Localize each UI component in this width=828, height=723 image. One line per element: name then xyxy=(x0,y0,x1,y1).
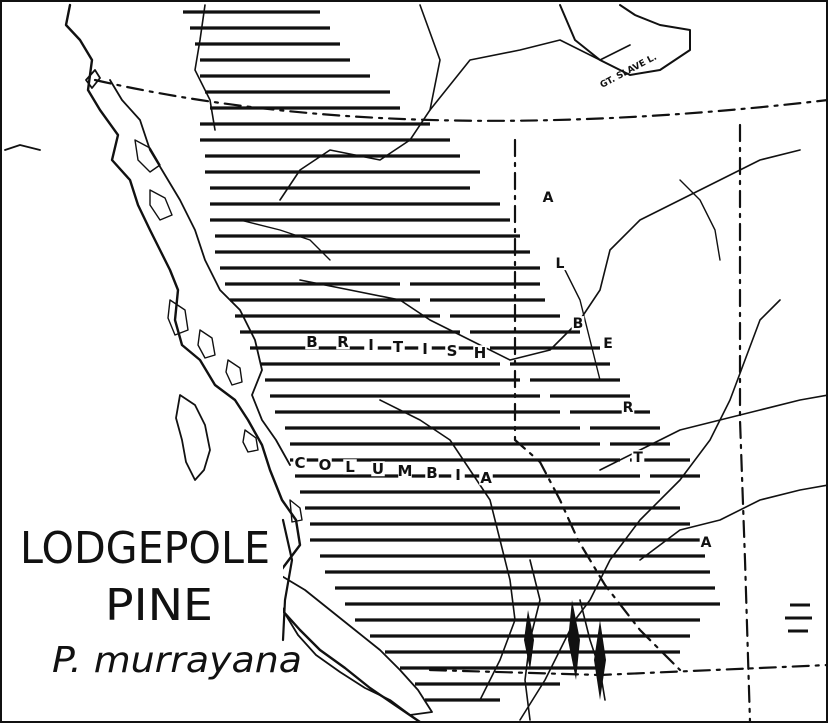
label-knockout xyxy=(445,343,459,359)
label-knockout xyxy=(398,463,412,479)
label-knockout xyxy=(293,455,307,471)
map-scientific-name: P. murrayana xyxy=(52,640,302,681)
region-label-letter: S xyxy=(447,342,458,360)
lake-okanagan xyxy=(594,620,606,700)
region-label-letter: B xyxy=(306,333,317,351)
title-knockout xyxy=(8,508,283,713)
alaska-coast xyxy=(4,69,101,151)
label-knockout xyxy=(473,345,487,361)
region-label-letter: B xyxy=(426,464,437,482)
label-knockout xyxy=(541,190,555,205)
river-small-1 xyxy=(679,179,721,261)
map-title-line1: LODGEPOLE xyxy=(20,523,270,574)
label-knockout xyxy=(571,316,585,331)
river-stikine xyxy=(194,4,216,131)
range-hatching xyxy=(183,10,812,702)
region-label-letter: I xyxy=(368,336,374,354)
coastal-islets xyxy=(134,139,303,523)
label-knockout xyxy=(553,256,567,271)
label-knockout xyxy=(621,400,635,415)
region-label-letter: U xyxy=(372,460,384,478)
label-knockout xyxy=(418,341,432,357)
lake-kootenay xyxy=(524,610,534,670)
label-knockout xyxy=(336,334,350,350)
map-title-line2: PINE xyxy=(105,580,213,631)
label-knockout xyxy=(451,467,465,483)
region-label-letter: M xyxy=(398,462,413,480)
label-knockout xyxy=(371,461,385,477)
region-label-letter: L xyxy=(345,458,355,476)
coastline xyxy=(64,3,422,723)
region-label-letter: O xyxy=(319,456,332,474)
label-knockout xyxy=(601,336,615,351)
river-small-3 xyxy=(559,259,601,381)
label-knockout xyxy=(631,450,645,465)
river-upper-liard xyxy=(429,39,631,111)
region-label-letter: E xyxy=(603,336,613,352)
label-knockout xyxy=(391,339,405,355)
label-knockout xyxy=(699,535,713,550)
region-label-alberta: A L B E R T A xyxy=(541,190,713,551)
coastline-behind-title xyxy=(281,518,294,642)
river-liard xyxy=(279,4,441,201)
region-label-letter: A xyxy=(543,190,554,206)
boundary-alberta-saskatchewan xyxy=(738,123,752,723)
region-label-letter: A xyxy=(480,469,492,487)
label-knockout xyxy=(479,470,493,486)
lake-arrow xyxy=(568,600,580,680)
great-slave-lake xyxy=(559,4,691,76)
region-label-letter: B xyxy=(573,316,584,332)
region-label-letter: C xyxy=(294,454,305,472)
label-knockout xyxy=(343,459,357,475)
river-small-2 xyxy=(239,219,331,261)
region-label-letter: H xyxy=(474,344,487,362)
boundary-60th-parallel xyxy=(93,78,828,122)
river-fraser xyxy=(379,399,516,701)
region-label-letter: I xyxy=(422,340,428,358)
label-knockout xyxy=(305,334,319,350)
region-label-letter: L xyxy=(556,256,565,272)
label-knockout xyxy=(364,337,378,353)
region-label-letter: T xyxy=(393,338,404,356)
region-label-letter: I xyxy=(455,466,461,484)
region-label-letter: R xyxy=(623,400,634,416)
river-north-saskatchewan xyxy=(599,394,828,471)
boundary-bc-alberta xyxy=(513,138,682,672)
haida-gwaii-island xyxy=(175,394,211,481)
region-label-letter: A xyxy=(701,535,712,551)
region-label-letter: R xyxy=(337,333,349,351)
label-knockout xyxy=(425,465,439,481)
vancouver-island xyxy=(275,574,433,716)
river-south-saskatchewan xyxy=(639,484,828,561)
label-knockout xyxy=(318,457,332,473)
river-athabasca xyxy=(519,299,781,721)
region-label-letter: T xyxy=(633,450,643,466)
coastline-inner xyxy=(109,79,291,466)
